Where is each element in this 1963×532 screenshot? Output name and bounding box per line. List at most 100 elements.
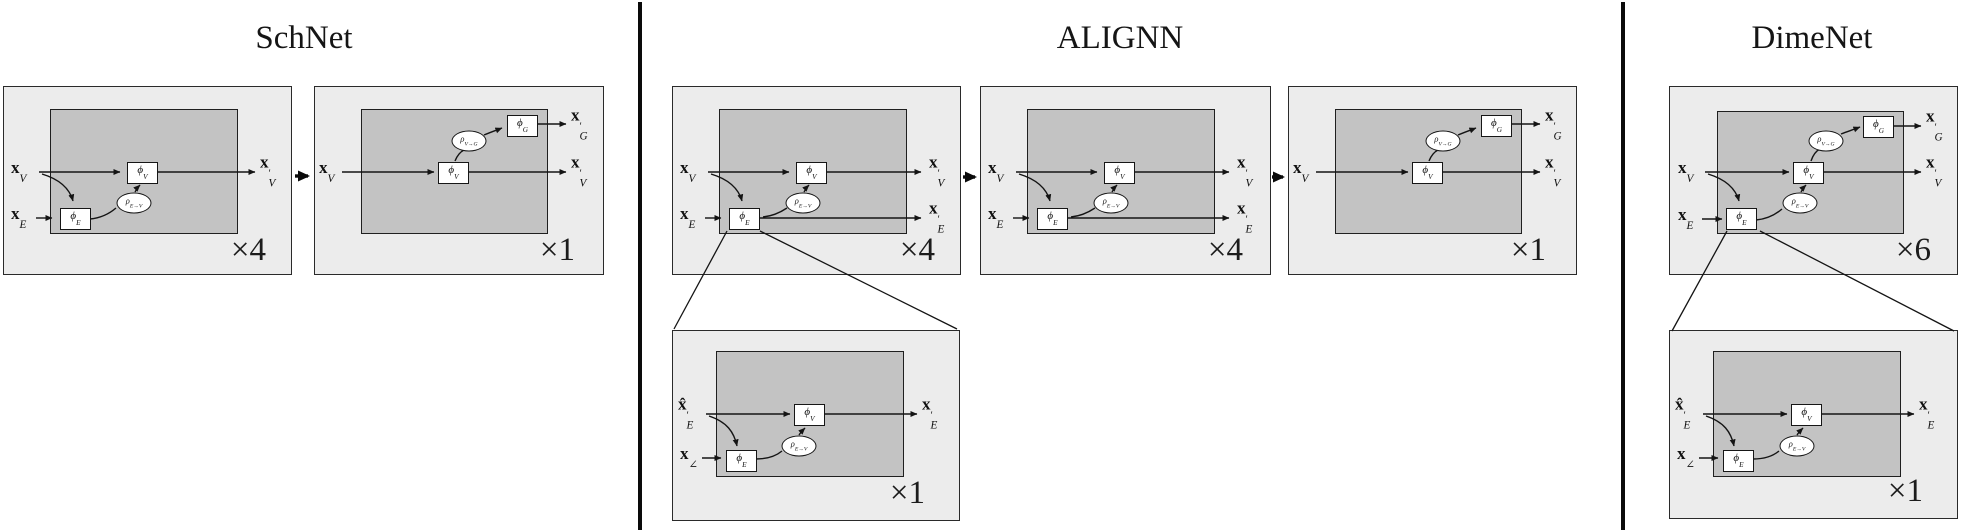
- node-output-label: x′V: [260, 152, 276, 190]
- angle-input-label: x∠: [680, 443, 698, 472]
- section-title-alignn: ALIGNN: [1056, 20, 1184, 56]
- repeat-count: ×1: [1510, 232, 1546, 268]
- edge-output-label: x′E: [929, 198, 945, 236]
- graph-output-label: x′G: [1545, 105, 1562, 143]
- node-output-label: x′V: [1926, 152, 1942, 190]
- edge-output-label: x′E: [922, 394, 938, 432]
- graph-output-label: x′G: [571, 105, 588, 143]
- repeat-count: ×4: [899, 232, 935, 268]
- repeat-count: ×1: [889, 475, 925, 511]
- node-output-label: x′V: [1545, 152, 1561, 190]
- angle-input-label: x∠: [1677, 443, 1695, 472]
- node-output-label: x′V: [1237, 152, 1253, 190]
- edge-hat-input-label: x̂′E: [678, 394, 694, 432]
- section-divider-1: [638, 2, 642, 530]
- node-output-label: x′V: [929, 152, 945, 190]
- repeat-count: ×4: [1207, 232, 1243, 268]
- edge-output-label: x′E: [1919, 394, 1935, 432]
- section-title-dimenet: DimeNet: [1751, 20, 1873, 56]
- node-output-label: x′V: [571, 152, 587, 190]
- repeat-count: ×1: [539, 232, 575, 268]
- repeat-count: ×4: [230, 232, 266, 268]
- section-divider-2: [1621, 2, 1625, 530]
- section-title-schnet: SchNet: [255, 20, 353, 56]
- repeat-count: ×6: [1895, 232, 1931, 268]
- repeat-count: ×1: [1887, 473, 1923, 509]
- edge-hat-input-label: x̂′E: [1675, 394, 1691, 432]
- graph-output-label: x′G: [1926, 106, 1943, 144]
- edge-output-label: x′E: [1237, 198, 1253, 236]
